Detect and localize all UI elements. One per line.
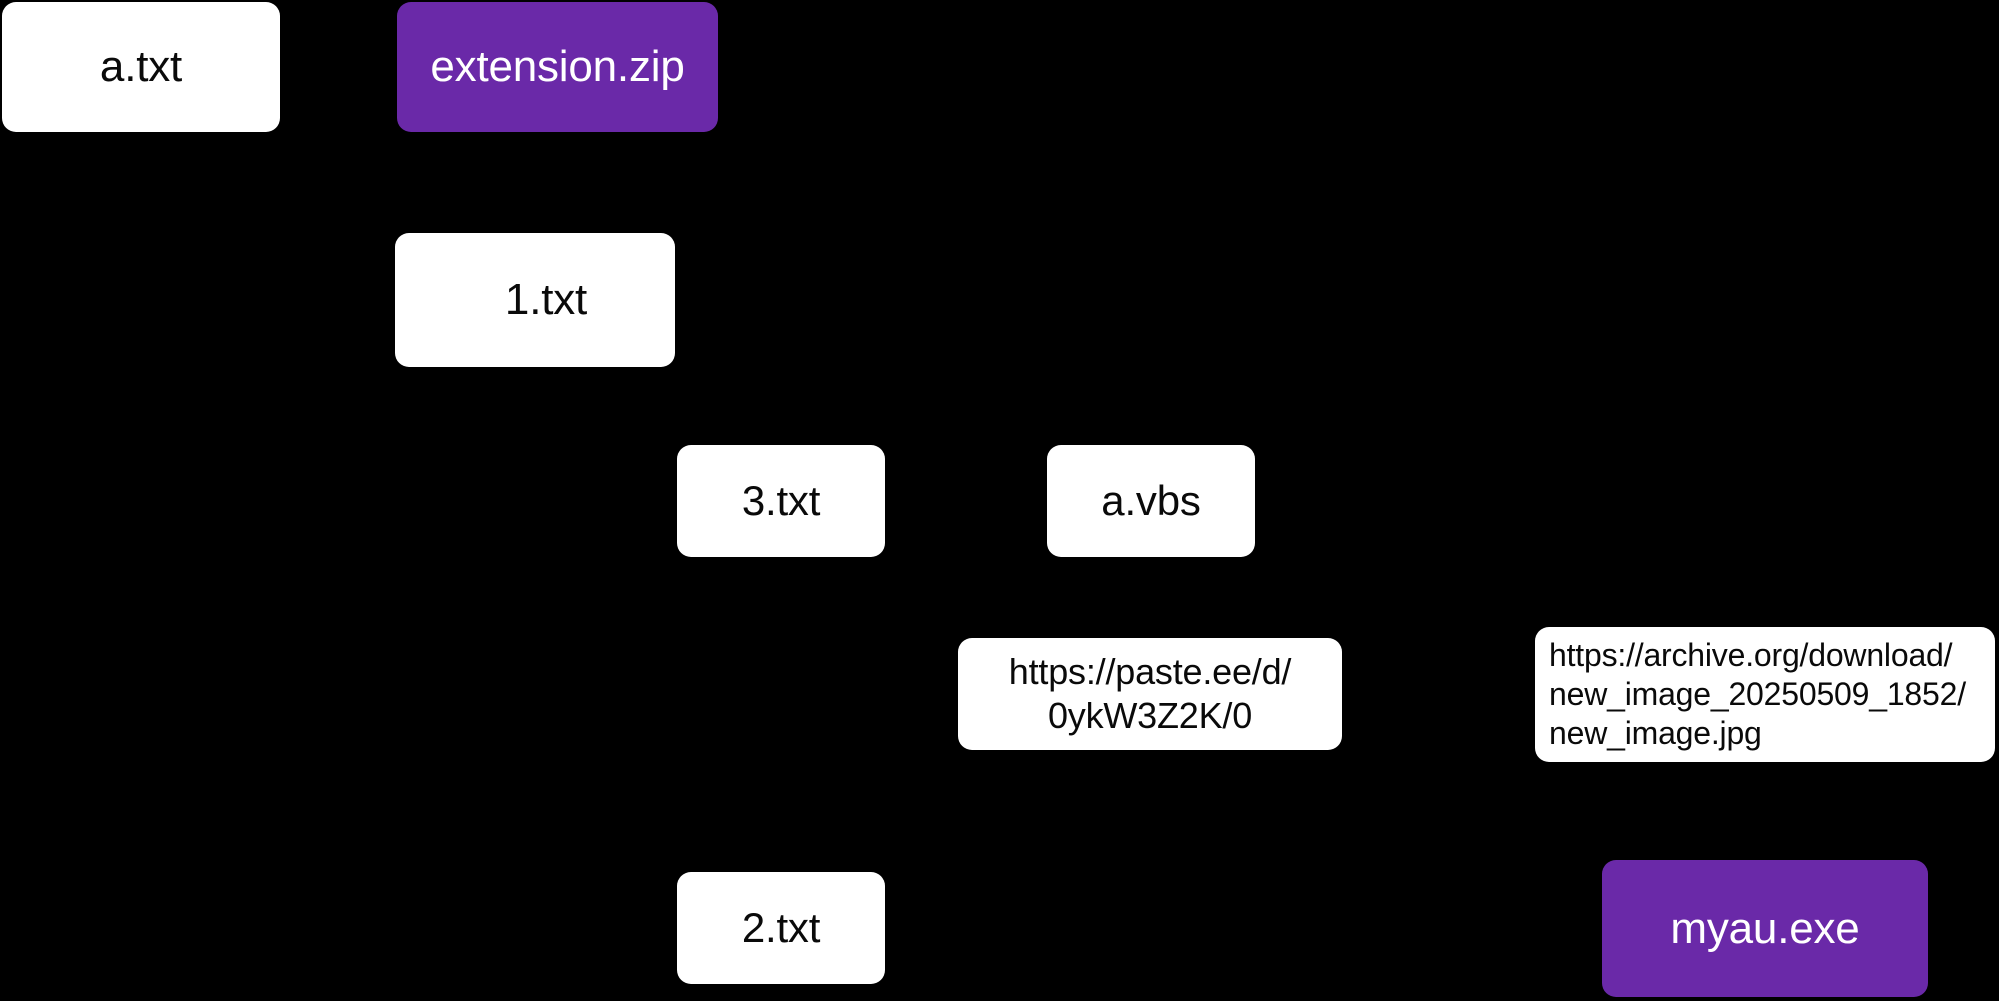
graph-node-label: a.vbs	[1101, 477, 1201, 525]
graph-node-label: 1.txt	[504, 275, 588, 325]
graph-node-myau-exe[interactable]: myau.exe	[1602, 860, 1928, 997]
graph-node-2-txt[interactable]: 2.txt	[677, 872, 885, 984]
graph-node-label: https://archive.org/download/ new_image_…	[1549, 636, 1966, 752]
graph-node-archive-org-url[interactable]: https://archive.org/download/ new_image_…	[1535, 627, 1995, 762]
graph-node-a-vbs[interactable]: a.vbs	[1047, 445, 1255, 557]
graph-node-label: extension.zip	[430, 42, 685, 92]
graph-node-a-txt[interactable]: a.txt	[2, 2, 280, 132]
graph-node-label: myau.exe	[1670, 903, 1860, 953]
graph-node-extension-zip[interactable]: extension.zip	[397, 2, 718, 132]
graph-node-1-txt[interactable]: 1.txt	[395, 233, 675, 367]
graph-node-label: 3.txt	[741, 477, 821, 525]
graph-node-label: 2.txt	[741, 904, 821, 952]
graph-node-label: https://paste.ee/d/ 0ykW3Z2K/0	[1008, 651, 1292, 736]
graph-node-3-txt[interactable]: 3.txt	[677, 445, 885, 557]
graph-node-paste-ee-url[interactable]: https://paste.ee/d/ 0ykW3Z2K/0	[958, 638, 1342, 750]
graph-node-label: a.txt	[99, 42, 183, 92]
